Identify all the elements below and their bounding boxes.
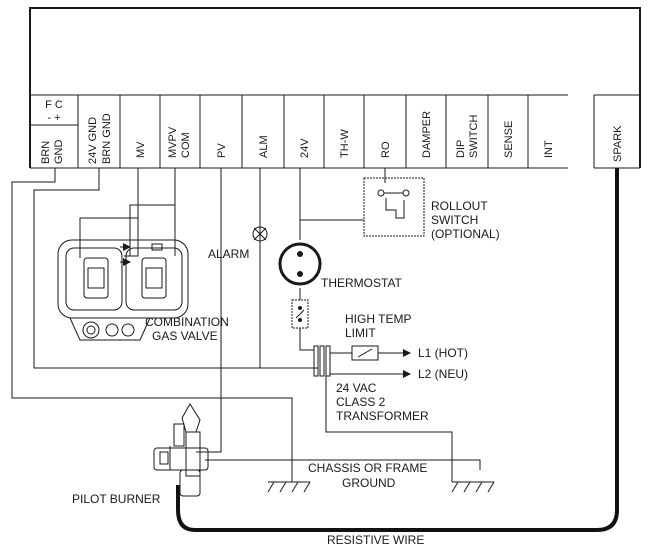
thermostat-icon: [278, 242, 322, 286]
resistive-wire: [176, 168, 619, 532]
high-temp-label-2: LIMIT: [345, 326, 376, 340]
terminal-ro-label: RO: [380, 141, 392, 158]
terminal-damper-label: DAMPER: [421, 111, 433, 158]
chassis-label-1: CHASSIS OR FRAME: [308, 461, 427, 475]
gas-valve-label-2: GAS VALVE: [152, 329, 218, 343]
terminal-mvpv-label: MVPV: [167, 126, 179, 158]
chassis-label-2: GROUND: [342, 476, 396, 490]
alarm-icon: [252, 226, 268, 242]
terminal-alm-label: ALM: [258, 135, 270, 158]
rollout-switch: [363, 177, 425, 237]
terminal-gnd-label: GND: [53, 140, 65, 165]
resistive-wire-label: RESISTIVE WIRE: [327, 533, 424, 547]
high-temp-limit: [291, 299, 309, 329]
transformer-icon: [313, 345, 411, 378]
terminal-thw-label: TH-W: [339, 129, 351, 158]
terminal-sense-label: SENSE: [503, 121, 515, 158]
terminal-fc-polarity: - +: [47, 112, 60, 124]
rollout-label-1: ROLLOUT: [431, 199, 488, 213]
ground-icon-right: [451, 481, 495, 493]
thermostat-label: THERMOSTAT: [321, 276, 403, 290]
ground-icon-left: [267, 481, 311, 493]
gas-valve-label-1: COMBINATION: [145, 315, 229, 329]
rollout-label-3: (OPTIONAL): [431, 227, 500, 241]
terminal-brngnd-label: BRN GND: [101, 113, 113, 164]
alarm-label: ALARM: [208, 247, 249, 261]
terminal-fc-label: F C: [45, 99, 63, 111]
terminal-spark-label: SPARK: [612, 125, 624, 162]
terminal-mv-label: MV: [135, 141, 147, 158]
transformer-label-3: TRANSFORMER: [336, 409, 429, 423]
control-module: [29, 7, 641, 169]
pilot-burner-label: PILOT BURNER: [72, 492, 161, 506]
terminal-brn-label: BRN: [40, 141, 52, 164]
l1-label: L1 (HOT): [418, 346, 468, 360]
terminal-24v-label: 24V: [299, 138, 311, 158]
terminal-pv-label: PV: [216, 143, 228, 158]
terminal-com-label: COM: [180, 132, 192, 158]
transformer-label-1: 24 VAC: [336, 381, 377, 395]
transformer-label-2: CLASS 2: [336, 395, 386, 409]
gas-valve-icon: [57, 239, 189, 341]
terminal-switch-label: SWITCH: [468, 115, 480, 158]
l2-label: L2 (NEU): [418, 367, 468, 381]
high-temp-label-1: HIGH TEMP: [345, 312, 411, 326]
wiring: [11, 168, 481, 482]
terminal-labels: F C - + BRN GND 24V GND BRN GND MV MVPV …: [40, 99, 624, 164]
terminal-24vgnd-label: 24V GND: [87, 117, 99, 164]
pilot-burner-icon: [153, 403, 209, 497]
rollout-label-2: SWITCH: [431, 213, 478, 227]
terminal-dip-label: DIP: [455, 140, 467, 158]
terminal-int-label: INT: [543, 140, 555, 158]
